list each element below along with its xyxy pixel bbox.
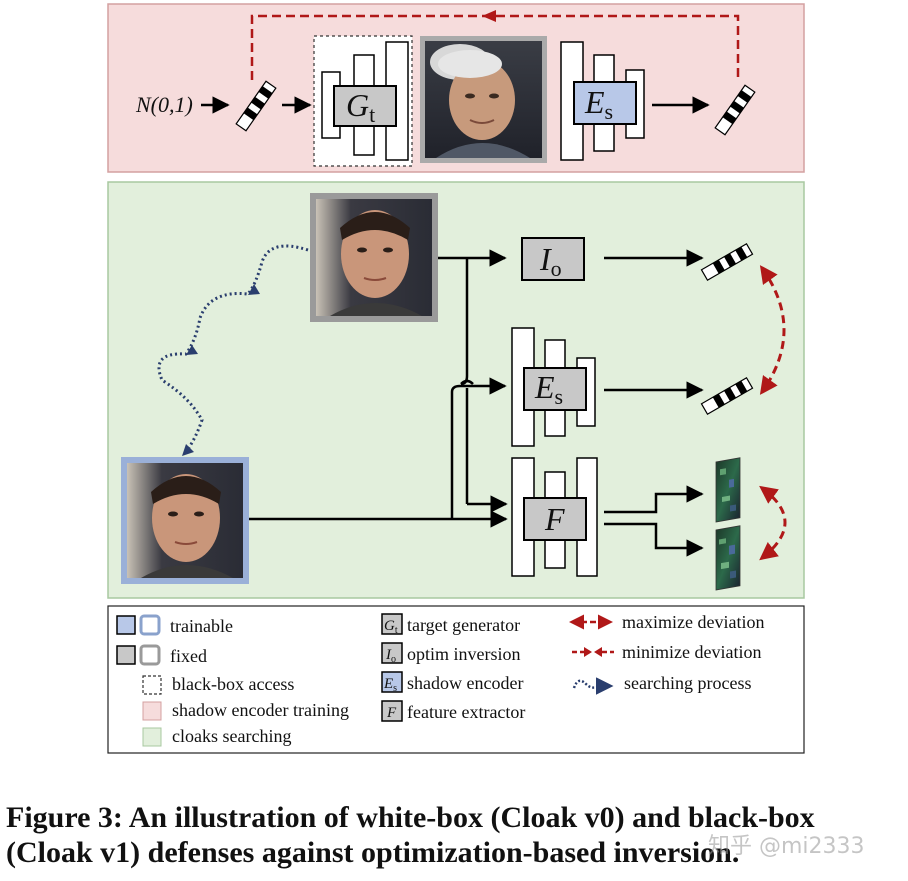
legend-fixed-swatch-frame (139, 644, 161, 666)
latent-code-es (700, 376, 754, 416)
legend-feature-extractor-label: feature extractor (407, 702, 525, 722)
inversion-block (521, 237, 585, 281)
watermark: 知乎 @mi2333 (708, 834, 865, 859)
legend-fixed-label: fixed (170, 646, 207, 666)
legend-trainable-swatch-frame (139, 614, 161, 636)
legend-blackbox-swatch (142, 675, 162, 695)
legend-g-swatch (381, 613, 403, 635)
minimize-deviation-arrow-features (759, 485, 787, 561)
latent-code-output (714, 84, 756, 136)
searching-arrowhead-3 (182, 444, 194, 456)
legend-trainable-label: trainable (170, 616, 233, 636)
legend-shadow-encoder-label: shadow encoder (407, 673, 523, 693)
legend-i-swatch (381, 642, 403, 664)
legend-shadow-training-label: shadow encoder training (172, 700, 349, 720)
legend-minimize-head-left (584, 647, 592, 657)
bottom-encoder-symbol: Es (534, 369, 563, 409)
legend-trainable-swatch-fill (116, 615, 136, 635)
legend-blackbox-label: black-box access (172, 674, 294, 694)
legend-f-symbol: F (386, 705, 397, 721)
feature-block (523, 497, 587, 541)
feature-symbol: F (544, 501, 565, 537)
searching-arrowhead-1 (248, 284, 260, 295)
top-encoder-block (573, 81, 637, 125)
latent-code-input (235, 80, 277, 132)
legend-cloaks-label: cloaks searching (172, 726, 291, 746)
cloak-vertical (450, 377, 507, 519)
legend-optim-inversion-label: optim inversion (407, 644, 521, 664)
feature-map-bottom (715, 525, 741, 591)
cloaked-face-image (121, 457, 249, 584)
generator-symbol: Gt (346, 87, 375, 127)
legend-i-symbol: Io (385, 647, 396, 665)
legend-fixed-swatch-fill (116, 645, 136, 665)
legend-e-swatch (381, 671, 403, 693)
legend-box (107, 605, 805, 754)
legend-shadow-training-swatch (142, 701, 162, 721)
searching-process-path (157, 244, 309, 453)
legend-target-generator-label: target generator (407, 615, 520, 635)
legend-minimize-label: minimize deviation (622, 642, 761, 662)
generator-block (333, 85, 397, 127)
f-to-feature-top-arrow (604, 485, 704, 514)
searching-arrowhead-2 (186, 345, 198, 355)
legend-searching-arrow (572, 677, 614, 695)
legend-searching-label: searching process (624, 673, 751, 693)
legend-minimize-head-right (594, 647, 602, 657)
face-branch-hop (460, 379, 474, 385)
feature-map-top (715, 457, 741, 523)
maximize-deviation-arrow (759, 265, 786, 395)
legend-g-symbol: Gt (384, 618, 398, 636)
feedback-arrowhead (482, 10, 496, 22)
original-face-image (310, 193, 438, 322)
noise-label: N(0,1) (135, 92, 193, 117)
inversion-symbol: Io (539, 241, 562, 281)
bottom-encoder-block (523, 367, 587, 411)
generated-face-image (420, 36, 547, 163)
legend-maximize-label: maximize deviation (622, 612, 764, 632)
legend-e-symbol: Es (383, 676, 397, 694)
f-to-feature-bottom-arrow (604, 522, 704, 557)
latent-code-io (700, 242, 754, 282)
figure-caption: Figure 3: An illustration of white-box (… (6, 801, 815, 869)
top-encoder-symbol: Es (584, 84, 613, 124)
legend-cloaks-swatch (142, 727, 162, 747)
feedback-arrow (250, 14, 740, 80)
legend-f-swatch (381, 700, 403, 722)
